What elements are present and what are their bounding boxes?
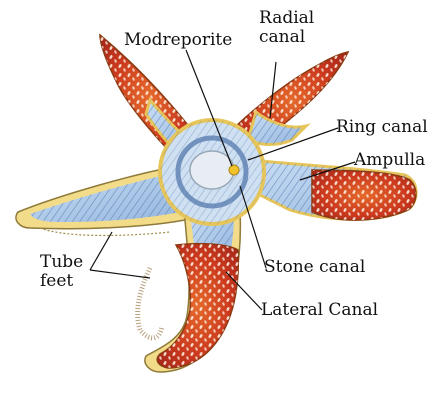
label-stone-canal: Stone canal (264, 258, 365, 277)
label-tube-feet: Tube feet (40, 253, 83, 291)
pointer-tube-feet-2 (90, 232, 112, 270)
central-disc (160, 120, 264, 224)
madreporite-plate (229, 165, 239, 175)
label-radial-line2: canal (259, 28, 314, 47)
label-radial-line1: Radial (259, 9, 314, 28)
arm-upper-right (236, 52, 348, 150)
label-ring-canal: Ring canal (336, 118, 428, 137)
label-tube-line2: feet (40, 272, 83, 291)
stomach (190, 151, 234, 189)
label-tube-line1: Tube (40, 253, 83, 272)
pointer-tube-feet (90, 270, 150, 278)
label-radial-canal: Radial canal (259, 9, 314, 47)
label-modreporite: Modreporite (124, 31, 232, 50)
arm-bottom (138, 210, 241, 372)
label-lateral-canal: Lateral Canal (261, 301, 378, 320)
label-ampulla: Ampulla (354, 151, 425, 170)
